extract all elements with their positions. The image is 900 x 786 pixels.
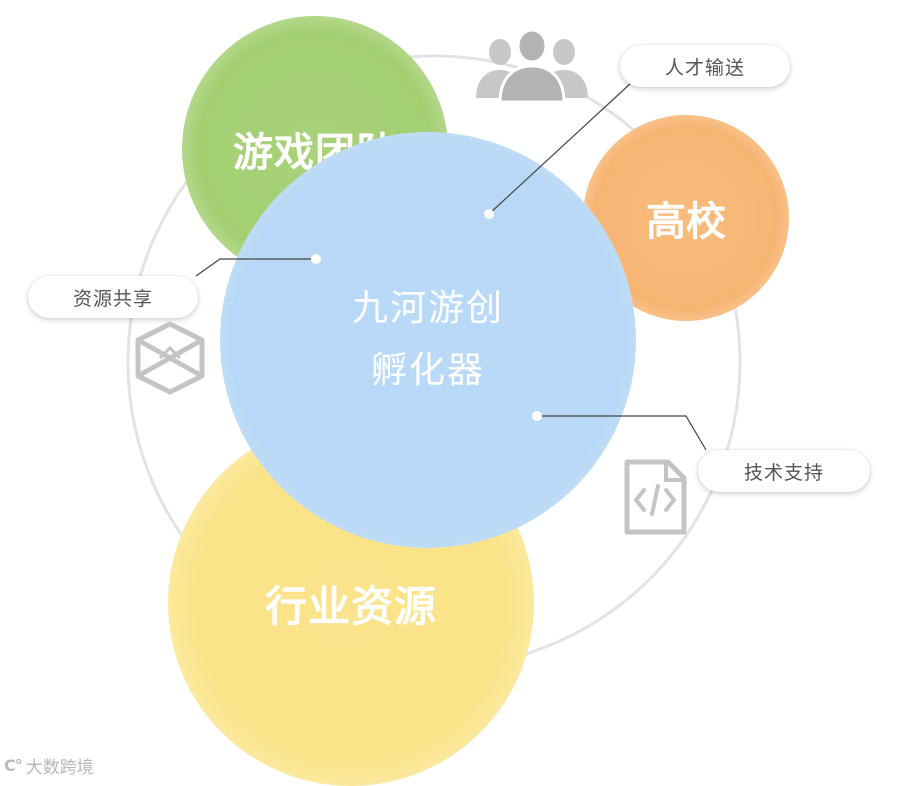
center-title: 九河游创 孵化器 bbox=[352, 278, 504, 402]
label-tech-support: 技术支持 bbox=[698, 450, 870, 492]
watermark-logo: C° bbox=[4, 755, 23, 775]
center-incubator: 九河游创 孵化器 bbox=[220, 132, 636, 548]
label-tech-support-text: 技术支持 bbox=[743, 461, 824, 484]
label-resource-sharing: 资源共享 bbox=[28, 276, 198, 318]
center-title-line2: 孵化器 bbox=[370, 350, 485, 391]
label-talent: 人才输送 bbox=[620, 45, 790, 87]
box-icon bbox=[135, 321, 205, 395]
leader-line-tech bbox=[537, 415, 707, 451]
connector-dot-talent bbox=[484, 209, 494, 219]
node-industry-label: 行业资源 bbox=[264, 581, 437, 631]
code-file-icon bbox=[624, 459, 687, 535]
label-talent-text: 人才输送 bbox=[664, 56, 745, 79]
node-university: 高校 bbox=[583, 115, 789, 321]
connector-dot-tech bbox=[532, 411, 542, 421]
node-university-label: 高校 bbox=[646, 199, 726, 245]
center-title-line1: 九河游创 bbox=[351, 288, 504, 329]
leader-line-resource bbox=[195, 258, 316, 277]
leader-line-talent bbox=[488, 82, 632, 215]
watermark-text: 大数跨境 bbox=[25, 757, 94, 778]
people-icon bbox=[476, 28, 588, 104]
label-resource-sharing-text: 资源共享 bbox=[72, 287, 153, 310]
connector-dot-resource bbox=[311, 254, 321, 264]
watermark: C° 大数跨境 bbox=[4, 752, 94, 778]
